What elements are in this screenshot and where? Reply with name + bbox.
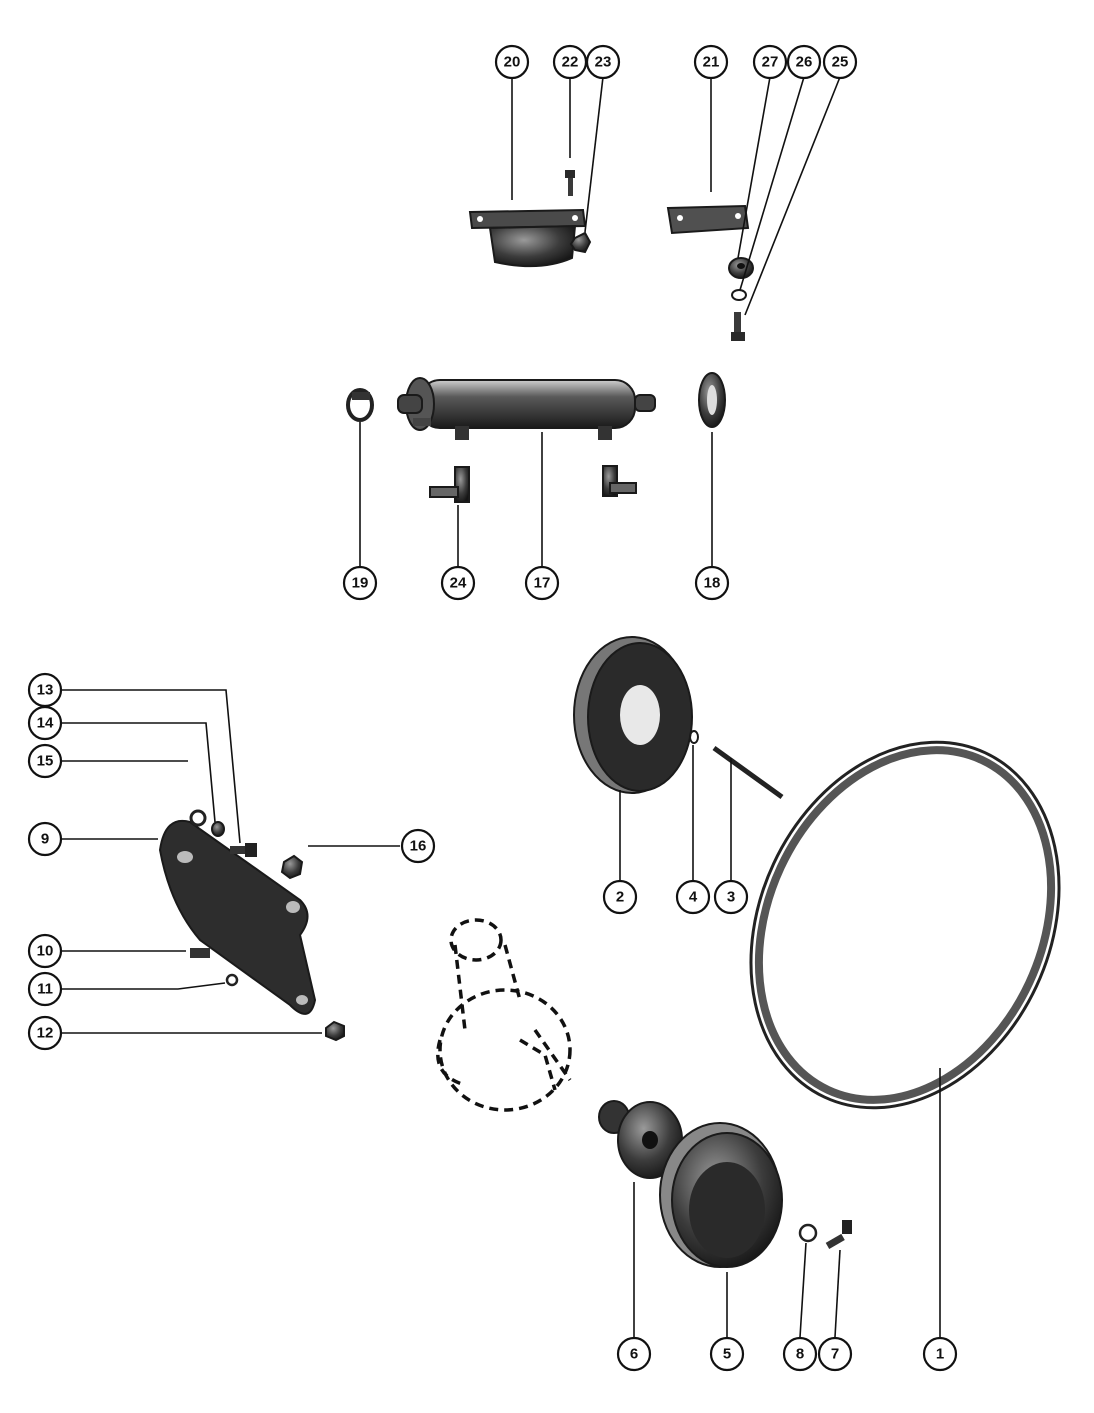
svg-text:25: 25 — [832, 54, 849, 71]
svg-text:4: 4 — [689, 889, 698, 906]
part-bracket-20 — [468, 208, 587, 268]
part-hardware-10-12 — [190, 948, 345, 1042]
part-clamp-18 — [698, 372, 726, 428]
svg-text:3: 3 — [727, 889, 735, 906]
callout-13: 13 — [27, 672, 63, 708]
callout-20: 20 — [494, 44, 530, 80]
svg-text:17: 17 — [534, 575, 551, 592]
callout-26: 26 — [786, 44, 822, 80]
leader-lines — [62, 76, 941, 1338]
alternator-outline — [436, 918, 572, 1112]
svg-text:7: 7 — [831, 1346, 839, 1363]
svg-text:22: 22 — [562, 54, 579, 71]
callout-16: 16 — [400, 828, 436, 864]
callout-9: 9 — [27, 821, 63, 857]
callout-2: 2 — [602, 879, 638, 915]
part-hardware-13-15 — [189, 809, 257, 857]
svg-text:12: 12 — [37, 1025, 54, 1042]
part-ring-2 — [573, 636, 693, 794]
part-ring-4 — [689, 730, 699, 744]
svg-text:5: 5 — [723, 1346, 731, 1363]
callout-21: 21 — [693, 44, 729, 80]
callout-23: 23 — [585, 44, 621, 80]
svg-text:18: 18 — [704, 575, 721, 592]
part-pin-3 — [712, 745, 784, 800]
callout-1: 1 — [922, 1336, 958, 1372]
callout-27: 27 — [752, 44, 788, 80]
callout-17: 17 — [524, 565, 560, 601]
callout-10: 10 — [27, 933, 63, 969]
callout-12: 12 — [27, 1015, 63, 1051]
part-bracket-9 — [158, 819, 317, 1015]
svg-text:2: 2 — [616, 889, 624, 906]
svg-text:13: 13 — [37, 682, 54, 699]
part-washer-8 — [798, 1223, 818, 1243]
part-belt-1 — [749, 740, 1061, 1110]
part-plate-21 — [666, 204, 750, 235]
part-nut-16 — [280, 854, 304, 880]
svg-text:15: 15 — [37, 753, 54, 770]
part-fitting-24 — [429, 465, 637, 503]
svg-text:14: 14 — [37, 715, 54, 732]
callout-25: 25 — [822, 44, 858, 80]
part-bolt-7 — [825, 1220, 852, 1249]
svg-text:21: 21 — [703, 54, 720, 71]
svg-text:24: 24 — [450, 575, 467, 592]
svg-text:26: 26 — [796, 54, 813, 71]
part-bolt-25 — [731, 312, 745, 341]
callout-6: 6 — [616, 1336, 652, 1372]
svg-text:16: 16 — [410, 838, 427, 855]
svg-text:23: 23 — [595, 54, 612, 71]
callout-8: 8 — [782, 1336, 818, 1372]
svg-text:19: 19 — [352, 575, 369, 592]
callout-14: 14 — [27, 705, 63, 741]
callout-5: 5 — [709, 1336, 745, 1372]
svg-text:1: 1 — [936, 1346, 944, 1363]
callout-11: 11 — [27, 971, 63, 1007]
part-pulley-5 — [659, 1122, 783, 1268]
part-spacer-27 — [728, 257, 754, 279]
callout-22: 22 — [552, 44, 588, 80]
svg-text:20: 20 — [504, 54, 521, 71]
callout-7: 7 — [817, 1336, 853, 1372]
callout-3: 3 — [713, 879, 749, 915]
part-washer-26 — [731, 289, 747, 301]
callout-4: 4 — [675, 879, 711, 915]
callout-19: 19 — [342, 565, 378, 601]
callout-18: 18 — [694, 565, 730, 601]
svg-text:10: 10 — [37, 943, 54, 960]
part-clamp-19 — [346, 388, 374, 422]
svg-text:8: 8 — [796, 1346, 804, 1363]
part-screw-22 — [565, 170, 575, 196]
svg-text:6: 6 — [630, 1346, 638, 1363]
callout-15: 15 — [27, 743, 63, 779]
svg-text:11: 11 — [37, 981, 53, 998]
svg-text:27: 27 — [762, 54, 779, 71]
callouts: 20 22 23 21 27 26 25 19 24 17 18 13 14 1… — [27, 44, 958, 1372]
part-cooler-17 — [397, 377, 656, 440]
part-nut-23 — [569, 231, 592, 254]
svg-text:9: 9 — [41, 831, 49, 848]
callout-24: 24 — [440, 565, 476, 601]
